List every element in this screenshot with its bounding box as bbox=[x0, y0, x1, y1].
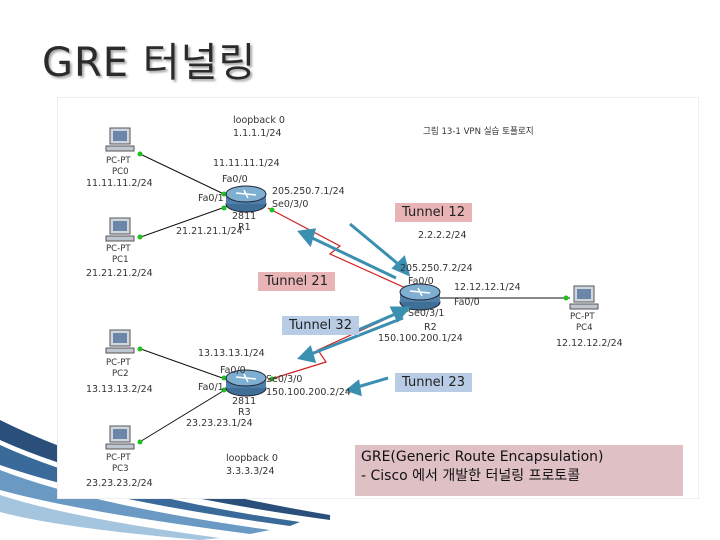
gre-note-line2: - Cisco 에서 개발한 터널링 프로토콜 bbox=[361, 468, 581, 484]
gre-note: GRE(Generic Route Encapsulation) - Cisco… bbox=[355, 445, 683, 496]
pc1-type: PC-PT bbox=[106, 244, 131, 254]
tunnel-23-label: Tunnel 23 bbox=[395, 373, 472, 392]
r1-model: 2811 bbox=[232, 211, 257, 222]
pc2-type: PC-PT bbox=[106, 358, 131, 368]
r1-serial-label: Se0/3/0 bbox=[272, 199, 309, 210]
r2-serial2-label: Se0/3/1 bbox=[408, 308, 445, 319]
r3-serial-ip: 150.100.200.2/24 bbox=[266, 387, 351, 398]
r3-fa00-label: Fa0/0 bbox=[220, 365, 246, 376]
router-icon bbox=[225, 185, 441, 397]
pc3-name: PC3 bbox=[112, 464, 129, 474]
topology-links bbox=[105, 127, 599, 450]
pc4-name: PC4 bbox=[576, 323, 593, 333]
r3-serial-label: Se0/3/0 bbox=[266, 374, 303, 385]
r3-name: R3 bbox=[238, 407, 251, 418]
pc4-type: PC-PT bbox=[570, 312, 595, 322]
network-topology-diagram: 그림 13-1 VPN 실습 토폴로지 loopback 0 1.1.1.1/2… bbox=[58, 98, 698, 498]
pc1-name: PC1 bbox=[112, 255, 129, 265]
page-title: GRE 터널링 bbox=[42, 40, 257, 86]
r3-loopback-ip: 3.3.3.3/24 bbox=[226, 466, 275, 477]
pc1-ip: 21.21.21.2/24 bbox=[86, 268, 153, 279]
pc4-ip: 12.12.12.2/24 bbox=[556, 338, 623, 349]
r2-serial-ip: 205.250.7.2/24 bbox=[400, 263, 473, 274]
gre-note-line1: GRE(Generic Route Encapsulation) bbox=[361, 449, 604, 465]
r2-fa01-label: Fa0/0 bbox=[454, 297, 480, 308]
r1-fa00-ip: 11.11.11.1/24 bbox=[213, 158, 280, 169]
r2-serial2-ip: 150.100.200.1/24 bbox=[378, 333, 463, 344]
r1-loopback-label: loopback 0 bbox=[233, 115, 285, 126]
r3-loopback-label: loopback 0 bbox=[226, 453, 278, 464]
pc0-name: PC0 bbox=[112, 167, 129, 177]
pc3-type: PC-PT bbox=[106, 453, 131, 463]
r2-fa00-ip: 12.12.12.1/24 bbox=[454, 282, 521, 293]
r2-fa00-label: Fa0/0 bbox=[408, 276, 434, 287]
diagram-caption: 그림 13-1 VPN 실습 토폴로지 bbox=[423, 127, 534, 137]
r1-name: R1 bbox=[238, 222, 251, 233]
r1-serial-ip: 205.250.7.1/24 bbox=[272, 186, 345, 197]
pc2-name: PC2 bbox=[112, 369, 129, 379]
r1-fa00-label: Fa0/0 bbox=[222, 174, 248, 185]
r3-model: 2811 bbox=[232, 396, 257, 407]
r1-loopback-ip: 1.1.1.1/24 bbox=[233, 128, 282, 139]
pc3-ip: 23.23.23.2/24 bbox=[86, 478, 153, 489]
tunnel-32-label: Tunnel 32 bbox=[282, 316, 359, 335]
pc-icon bbox=[105, 127, 599, 450]
r2-name: R2 bbox=[424, 322, 437, 333]
r3-fa00-ip: 13.13.13.1/24 bbox=[198, 348, 265, 359]
pc0-type: PC-PT bbox=[106, 156, 131, 166]
r3-fa01-ip: 23.23.23.1/24 bbox=[186, 418, 253, 429]
r1-fa01-label: Fa0/1 bbox=[198, 193, 224, 204]
r2-loopback-ip: 2.2.2.2/24 bbox=[418, 230, 467, 241]
pc0-ip: 11.11.11.2/24 bbox=[86, 178, 153, 189]
tunnel-12-label: Tunnel 12 bbox=[395, 203, 472, 222]
pc2-ip: 13.13.13.2/24 bbox=[86, 384, 153, 395]
tunnel-21-label: Tunnel 21 bbox=[258, 272, 335, 291]
r1-fa01-ip: 21.21.21.1/24 bbox=[176, 226, 243, 237]
r3-fa01-label: Fa0/1 bbox=[198, 382, 224, 393]
